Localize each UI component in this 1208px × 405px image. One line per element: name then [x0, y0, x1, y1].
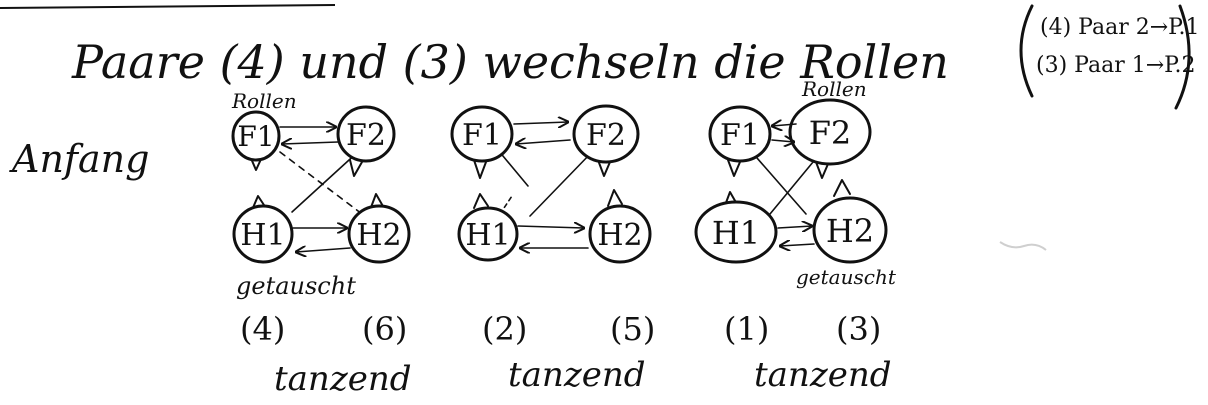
group-3-rollen-label: Rollen: [801, 77, 867, 101]
group-2-cross-line-a: [497, 149, 529, 187]
group-3-f1-circle: [708, 105, 772, 163]
group-1-left-number: (4): [240, 310, 285, 348]
group-3-cross-line-a: [749, 149, 807, 215]
group-1-h2-label: H2: [356, 218, 401, 253]
faint-squiggle: [999, 241, 1047, 251]
note-line-2: (3) Paar 1→P.2: [1036, 53, 1195, 78]
group-2-h1-circle: [457, 206, 519, 262]
group-1-cross-line-b: [291, 149, 361, 213]
group-1-arrow-h2-h1: [296, 248, 351, 252]
group-3-arrow-h2-h1: [780, 244, 815, 246]
group-2-arrow-f2-f1: [516, 140, 571, 144]
group-2-cross-line-b: [529, 151, 593, 217]
group-1-f2-circle: [336, 105, 396, 163]
group-1-h1-label: H1: [240, 218, 285, 253]
group-3-right-number: (3): [836, 310, 881, 348]
group-1-h1-circle: [232, 204, 294, 264]
group-3-h2-circle: [812, 196, 888, 264]
group-2-h1-label: H1: [465, 218, 510, 253]
group-2-f2-circle: [572, 104, 640, 164]
group-2-arrow-h1-h2: [517, 226, 584, 228]
group-2: F1 F2 H1 H2: [450, 104, 652, 264]
group-3-arrow-f2-f1: [772, 124, 797, 126]
group-1-f1-circle: [231, 110, 281, 162]
group-3-arrow-h1-h2: [777, 226, 812, 228]
group-3: Rollen F1 F2 H1 H2 getauscht: [694, 77, 897, 289]
note-line-1: (4) Paar 2→P.1: [1040, 15, 1199, 40]
group-1-caption: tanzend: [274, 359, 412, 399]
group-3-h1-label: H1: [712, 214, 760, 252]
group-2-h1-ear: [473, 193, 489, 209]
group-1-h2-circle: [347, 204, 411, 264]
page-title: Paare (4) und (3) wechseln die Rollen: [71, 35, 949, 89]
group-3-f2-tail: [815, 161, 829, 179]
group-2-f2-tail: [597, 159, 611, 177]
group-1: Rollen F1 F2 H1 H2 getauscht: [231, 89, 411, 300]
group-3-caption: tanzend: [754, 355, 892, 395]
group-2-h2-label: H2: [597, 218, 642, 253]
group-2-f1-tail: [473, 159, 487, 179]
group-2-left-number: (2): [482, 310, 527, 348]
note-bracket-right: [1174, 4, 1191, 110]
group-1-f2-tail: [349, 159, 363, 177]
group-2-f1-label: F1: [462, 118, 502, 153]
group-3-f2-circle: [788, 98, 872, 166]
group-1-getauscht-label: getauscht: [236, 272, 356, 300]
group-3-f1-label: F1: [720, 118, 760, 153]
start-label: Anfang: [9, 137, 149, 181]
group-3-arrow-f1-f2: [771, 140, 794, 142]
group-3-getauscht-label: getauscht: [796, 265, 897, 289]
group-2-f1-circle: [450, 105, 514, 163]
group-1-right-number: (6): [362, 310, 407, 348]
group-3-h1-circle: [694, 200, 778, 264]
note-bracket-left: [1019, 4, 1034, 98]
group-3-left-number: (1): [724, 310, 769, 348]
group-3-h2-label: H2: [826, 212, 874, 250]
group-3-f2-label: F2: [809, 114, 852, 152]
group-1-f1-label: F1: [237, 120, 274, 153]
group-2-arrow-f1-f2: [513, 122, 568, 124]
group-2-h2-ear: [607, 189, 623, 207]
group-2-caption: tanzend: [508, 355, 646, 395]
group-1-h1-ear: [251, 195, 267, 211]
group-1-cross-line-a: [279, 151, 363, 215]
group-2-f2-label: F2: [586, 118, 626, 153]
group-2-right-number: (5): [610, 310, 655, 348]
top-rule: [0, 4, 336, 9]
group-1-f2-label: F2: [346, 118, 386, 153]
group-3-cross-line-b: [769, 155, 819, 215]
group-2-h2-circle: [588, 204, 652, 264]
group-1-rollen-label: Rollen: [231, 89, 297, 113]
group-3-f1-tail: [727, 159, 741, 177]
group-1-h2-ear: [369, 193, 385, 211]
group-3-h2-ear: [833, 179, 851, 197]
group-1-arrow-f2-f1: [282, 142, 339, 144]
